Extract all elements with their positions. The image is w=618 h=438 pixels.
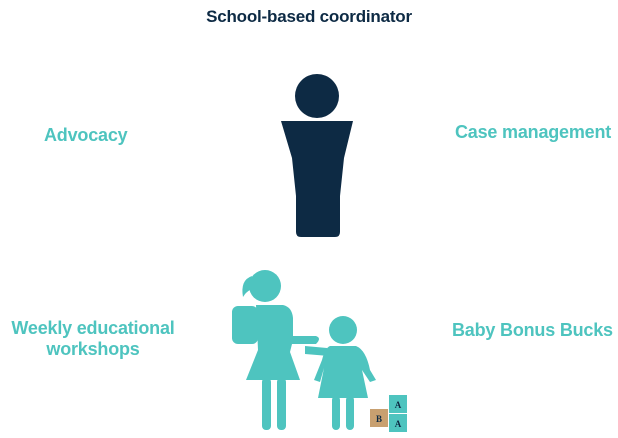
abc-blocks-icon: A B A — [370, 395, 407, 432]
person-icon — [281, 74, 353, 237]
baby-bonus-bucks-label: Baby Bonus Bucks — [452, 320, 613, 340]
diagram-title: School-based coordinator — [206, 7, 412, 26]
case-management-label: Case management — [455, 122, 612, 142]
advocacy-label: Advocacy — [44, 125, 128, 145]
block-letter-a: A — [395, 400, 402, 410]
weekly-workshops-line1: Weekly educational — [11, 318, 175, 338]
block-letter-a-lower: A — [395, 419, 402, 429]
block-letter-b: B — [376, 414, 382, 424]
weekly-workshops-line2: workshops — [46, 339, 140, 359]
mother-child-icon — [232, 270, 376, 430]
weekly-workshops-label: Weekly educational workshops — [8, 318, 178, 360]
